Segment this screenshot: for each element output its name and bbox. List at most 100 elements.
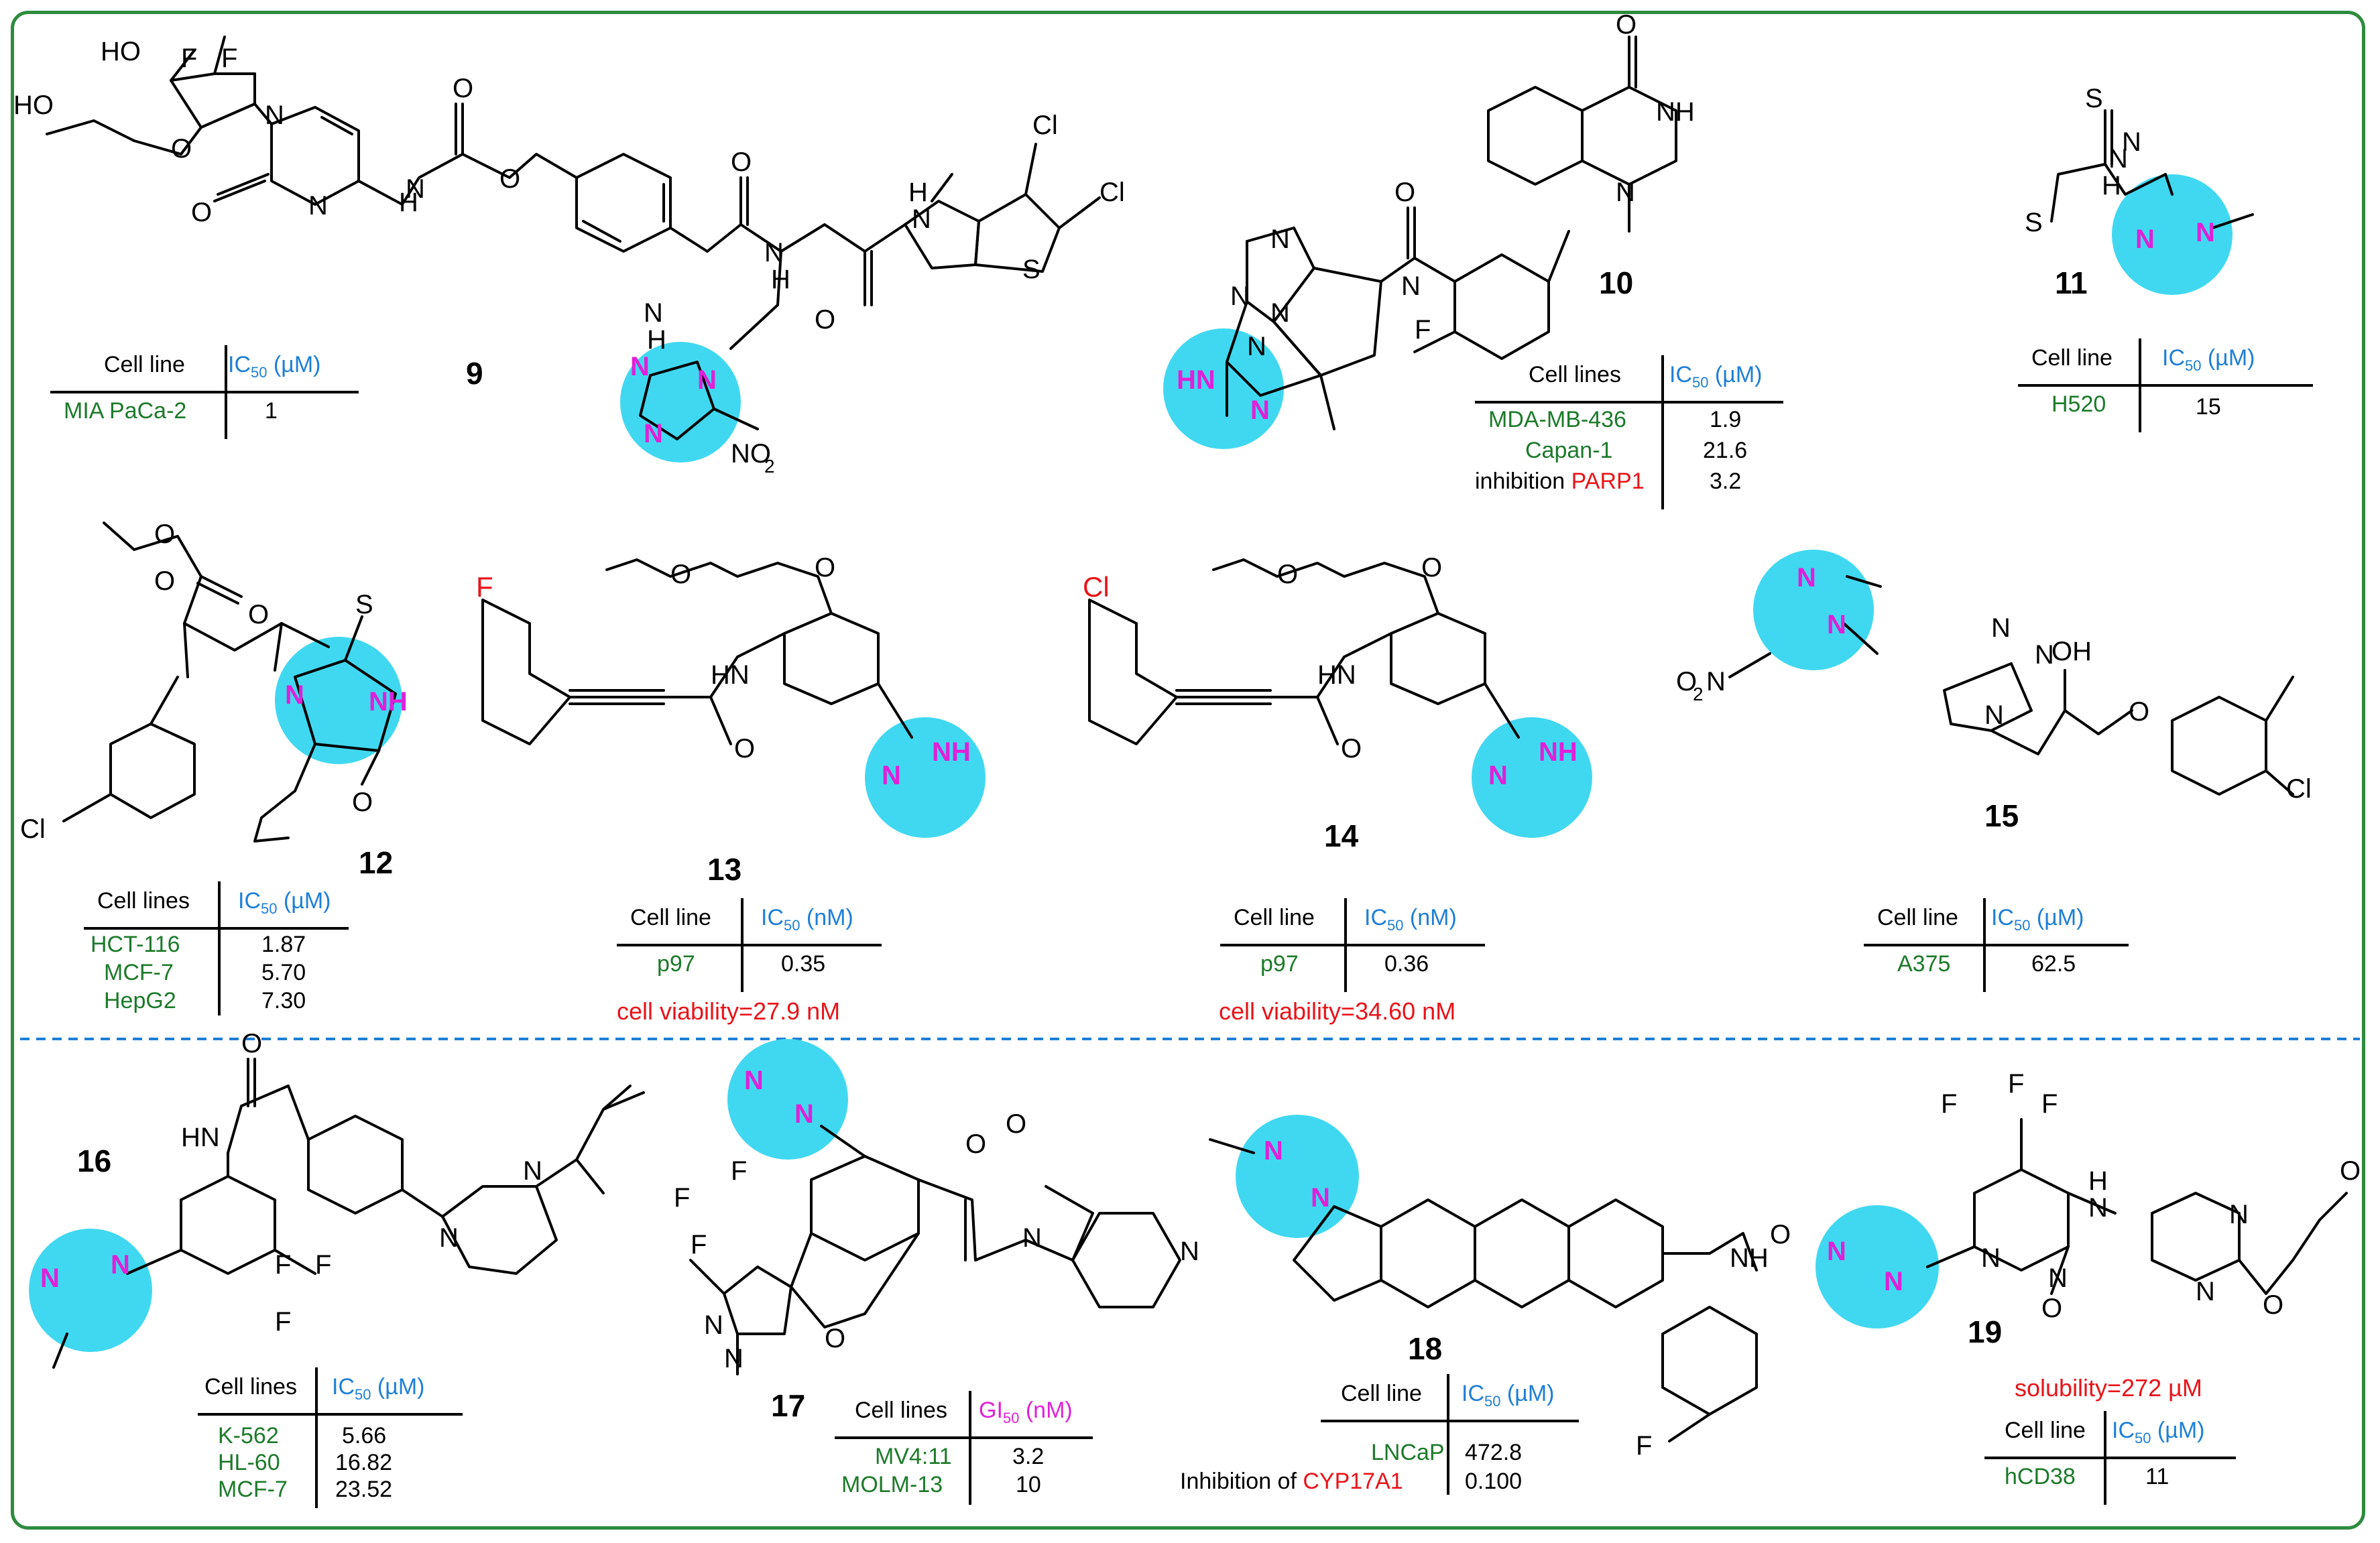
imidazole-highlight-17 (727, 1039, 848, 1160)
structure-11 (2050, 109, 2254, 229)
imidazole-highlight-13 (865, 717, 986, 838)
svg-text:O: O (1277, 560, 1298, 589)
svg-text:N: N (2196, 218, 2215, 247)
svg-text:N: N (630, 352, 650, 381)
compound-number-9: 9 (466, 356, 483, 391)
svg-text:O: O (154, 566, 175, 596)
svg-text:O: O (825, 1324, 845, 1353)
note-19: solubility=272 µM (2015, 1374, 2202, 1402)
svg-text:N: N (1264, 1136, 1283, 1166)
svg-text:N: N (111, 1250, 130, 1280)
svg-text:N: N (1022, 1223, 1042, 1253)
svg-text:HN: HN (711, 660, 750, 690)
svg-text:O: O (1394, 178, 1415, 207)
svg-text:O: O (191, 198, 212, 227)
svg-text:O: O (670, 560, 691, 589)
svg-text:N: N (724, 1344, 743, 1373)
svg-text:O: O (1341, 734, 1362, 763)
svg-text:NH: NH (369, 687, 408, 717)
table-18: Cell line IC50 (µM) LNCaP 472.8 Inhibiti… (1180, 1374, 1582, 1501)
svg-text:HN: HN (181, 1123, 220, 1152)
imidazole-highlight-14 (1472, 717, 1592, 838)
svg-text:N: N (2229, 1200, 2249, 1229)
svg-text:F: F (2041, 1089, 2058, 1119)
structure-10 (1226, 36, 1677, 430)
svg-text:N: N (1616, 178, 1635, 207)
svg-text:O: O (734, 734, 755, 763)
svg-text:N: N (2108, 144, 2128, 174)
svg-text:F: F (731, 1156, 747, 1186)
svg-text:O: O (731, 147, 752, 177)
svg-text:N: N (1797, 563, 1816, 593)
note-14: cell viability=34.60 nM (1219, 997, 1456, 1025)
imidazole-highlight-12 (275, 637, 402, 764)
svg-text:F: F (275, 1307, 291, 1337)
structure-15 (1728, 575, 2294, 796)
svg-text:N: N (2035, 640, 2054, 670)
svg-text:H: H (2088, 1166, 2108, 1196)
table-11: Cell line IC50 (µM) H520 15 (2018, 338, 2326, 439)
svg-text:N: N (1706, 667, 1726, 696)
compound-number-18: 18 (1408, 1331, 1443, 1366)
imidazole-highlight-10 (1163, 328, 1284, 449)
compound-number-17: 17 (771, 1388, 806, 1423)
svg-text:Cl: Cl (1032, 111, 1058, 140)
svg-text:O: O (2263, 1290, 2283, 1320)
svg-text:HN: HN (1177, 365, 1215, 395)
svg-text:NH: NH (1730, 1243, 1769, 1273)
svg-text:N: N (1884, 1267, 1903, 1296)
svg-text:N: N (764, 238, 784, 267)
svg-text:N: N (523, 1156, 542, 1186)
svg-text:N: N (1827, 610, 1846, 639)
svg-text:O: O (1676, 667, 1697, 696)
svg-text:S: S (355, 590, 373, 619)
structure-12 (62, 521, 397, 843)
table-19: Cell line IC50 (µM) hCD38 11 (1984, 1411, 2239, 1511)
svg-text:N: N (1401, 271, 1421, 301)
structure-19 (1926, 1118, 2348, 1295)
svg-text:N: N (1991, 613, 2011, 643)
svg-text:N: N (1981, 1243, 2001, 1273)
svg-text:NH: NH (932, 737, 971, 767)
structure-16 (52, 1058, 645, 1369)
structure-18 (1209, 1138, 1758, 1442)
svg-text:N: N (882, 761, 901, 790)
svg-text:H: H (771, 265, 790, 294)
compound-number-19: 19 (1968, 1314, 2003, 1349)
svg-text:H: H (908, 178, 928, 207)
svg-text:O: O (241, 1029, 262, 1058)
svg-text:O: O (453, 74, 473, 103)
compound-number-15: 15 (1984, 798, 2019, 833)
svg-text:NO: NO (731, 439, 771, 469)
svg-text:N: N (744, 1066, 764, 1095)
svg-text:F: F (691, 1230, 707, 1259)
svg-text:HO: HO (13, 90, 54, 120)
svg-text:O: O (1006, 1109, 1026, 1139)
svg-text:S: S (2025, 208, 2043, 237)
svg-text:2: 2 (1693, 684, 1704, 704)
imidazole-highlight-11 (2112, 174, 2233, 295)
svg-text:H: H (399, 188, 418, 217)
svg-text:H: H (647, 325, 666, 355)
svg-text:N: N (1827, 1237, 1846, 1266)
svg-text:N: N (2122, 127, 2141, 157)
svg-text:N: N (2196, 1277, 2215, 1306)
compound-number-16: 16 (77, 1144, 112, 1178)
svg-text:Cl: Cl (1083, 571, 1110, 603)
table-16: Cell lines IC50 (µM) K-562 5.66 HL-60 16… (198, 1367, 466, 1508)
svg-text:F: F (275, 1250, 291, 1280)
svg-text:O: O (2041, 1294, 2062, 1323)
svg-text:N: N (285, 680, 304, 710)
svg-text:F: F (181, 44, 197, 73)
svg-text:F: F (1415, 315, 1431, 345)
svg-text:N: N (439, 1223, 459, 1253)
svg-text:H: H (2102, 171, 2121, 200)
table-13: Cell line IC50 (nM) p97 0.35 (617, 898, 885, 999)
structure-13 (481, 558, 913, 745)
table-15: Cell line IC50 (µM) A375 62.5 (1864, 898, 2132, 999)
table-14: Cell line IC50 (nM) p97 0.36 (1220, 898, 1488, 999)
svg-text:N: N (704, 1310, 723, 1340)
svg-text:N: N (1270, 298, 1290, 328)
svg-text:O: O (815, 305, 835, 334)
